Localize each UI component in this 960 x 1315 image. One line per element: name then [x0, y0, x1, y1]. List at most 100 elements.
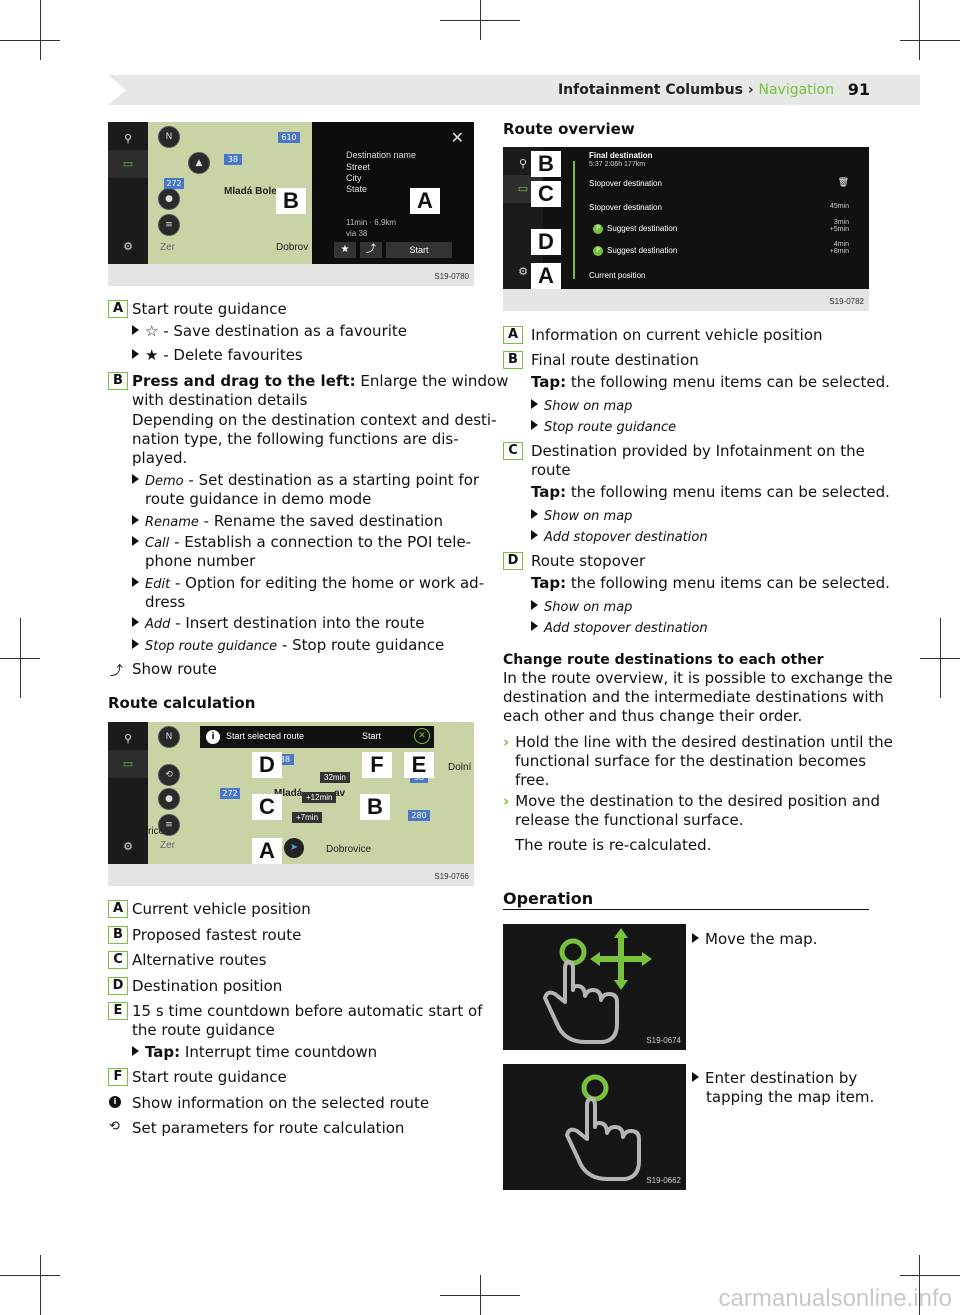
screen-sidebar: ⚲ ▭ ⚙ [108, 122, 148, 264]
start-selected-route-label: Start selected route [226, 731, 305, 741]
info-icon: i [109, 1096, 121, 1108]
place-label: av [334, 788, 346, 799]
change-para-1: In the route overview, it is possible to… [503, 669, 893, 687]
chevron-right-icon: › [503, 792, 510, 810]
show-route-text: Show route [132, 660, 217, 678]
figure-code: S19-0674 [646, 1036, 681, 1045]
page-number: 91 [847, 80, 870, 99]
header-separator: › [742, 82, 759, 98]
figure-route-calculation: ⚲ ▭ ⚙ i Start selected route Start ✕ N ⟲… [108, 722, 474, 886]
place-label: Dolní [448, 762, 472, 773]
map-tab-icon: ▭ [108, 750, 148, 778]
figure-route-overview: ⚲ ▭ ⚙ Final destination 5:37 2:06h 177km… [503, 147, 869, 311]
legend-a-text: Information on current vehicle position [531, 326, 823, 344]
legend-c-add: Add stopover destination [531, 527, 708, 547]
legend-call: Call - Establish a connection to the POI… [132, 533, 471, 553]
move-map-text: Move the map. [692, 930, 817, 949]
legend-b-show: Show on map [531, 396, 632, 416]
callout-c: C [252, 794, 282, 820]
delete-icon[interactable]: 🗑 [837, 178, 849, 188]
road-label: 272 [220, 788, 240, 799]
crop-mark [0, 1275, 60, 1276]
close-icon[interactable]: ✕ [450, 128, 464, 147]
route-row[interactable]: Final destination 5:37 2:06h 177km [543, 149, 869, 173]
settings-icon: ⚙ [123, 840, 133, 853]
legend-text: Destination position [132, 977, 283, 995]
place-label: Dobrovice [326, 844, 372, 855]
legend-demo-2: route guidance in demo mode [145, 490, 372, 508]
time-badge: +12min [302, 792, 337, 803]
north-icon: N [158, 726, 180, 748]
figure-tap-gesture: S19-0662 [503, 1064, 686, 1190]
crop-mark [900, 40, 960, 41]
countdown-close-icon[interactable]: ✕ [414, 728, 430, 744]
legend-a-sub2-text: ★ - Delete favourites [145, 346, 303, 364]
header-chapter: Infotainment Columbus [557, 82, 743, 98]
result-text: The route is re-calculated. [515, 836, 712, 854]
destination-state: State [346, 184, 368, 194]
legend-key-c: C [503, 442, 523, 460]
row-time: 3min +5min [829, 219, 849, 233]
legend-text: Proposed fastest route [132, 926, 302, 944]
legend-text: Alternative routes [132, 951, 267, 969]
step-1: ›Hold the line with the desired destinat… [503, 733, 893, 752]
figure-code: S19-0780 [434, 272, 469, 281]
route-top-bar [200, 726, 434, 748]
route-row[interactable]: P Suggest destination 4min +8min [543, 241, 869, 263]
tap-label: Tap: [531, 373, 567, 391]
header-title: Infotainment Columbus › Navigation [558, 82, 834, 98]
road-label: 280 [408, 810, 430, 821]
legend-key: A [108, 900, 128, 918]
microphone-icon: ● [158, 188, 180, 210]
edit-text: - Option for editing the home or work ad… [170, 574, 485, 592]
show-route-icon[interactable]: ⤴ [360, 242, 382, 258]
legend-key-b: B [503, 351, 523, 369]
legend-key: D [108, 977, 128, 995]
legend-key: B [108, 926, 128, 944]
favourite-star-icon[interactable]: ★ [334, 242, 356, 258]
show-on-map-label: Show on map [544, 509, 633, 524]
destination-city: City [346, 173, 362, 183]
route-row[interactable]: Stopover destination 45min [543, 199, 869, 219]
crop-mark [919, 0, 920, 60]
destination-name: Destination name [346, 150, 417, 160]
crop-mark [40, 0, 41, 60]
edit-label: Edit [145, 577, 171, 592]
start-route-button[interactable]: Start [362, 731, 382, 741]
legend-demo: Demo - Set destination as a starting poi… [132, 471, 479, 491]
legend-b-stop: Stop route guidance [531, 417, 676, 437]
callout-f: F [362, 752, 392, 778]
row-label: Stopover destination [589, 179, 662, 188]
vehicle-position-icon: ➤ [284, 838, 304, 858]
add-stopover-label: Add stopover destination [544, 621, 708, 636]
microphone-icon: ● [158, 788, 180, 810]
callout-c: C [531, 181, 561, 207]
callout-a: A [252, 838, 282, 864]
road-label: 610 [278, 132, 300, 143]
legend-b-line2: with destination details [132, 391, 308, 409]
via-label: via 38 [346, 229, 368, 238]
place-label: Dobrov [276, 242, 309, 253]
road-label: 38 [276, 754, 294, 765]
crop-mark [940, 618, 941, 698]
route-row[interactable]: P Suggest destination 3min +5min [543, 219, 869, 241]
legend-c-text: Destination provided by Infotainment on … [531, 442, 865, 460]
legend-a-text: Start route guidance [132, 300, 287, 318]
route-row[interactable]: Current position [543, 267, 869, 287]
start-button[interactable]: Start [386, 242, 452, 258]
rename-text: - Rename the saved destination [198, 512, 443, 530]
watermark: carmanualsonline.info [718, 1285, 952, 1312]
figure-footer [108, 264, 474, 286]
figure-destination-screen: ⚲ ▭ ⚙ N ▲ ● ≡ 38 272 610 Mladá Bole Dobr… [108, 122, 474, 286]
running-header [108, 75, 920, 105]
route-row[interactable]: Stopover destination 🗑 [543, 175, 869, 195]
settings-icon: ⚙ [123, 240, 133, 253]
show-on-map-label: Show on map [544, 600, 633, 615]
callout-d: D [531, 229, 561, 255]
navigation-arrow-icon: ▲ [188, 152, 210, 174]
info-icon[interactable]: i [206, 730, 220, 744]
legend-d-text: Route stopover [531, 552, 646, 570]
row-label: Current position [589, 271, 646, 280]
legend-c-line2: route [531, 461, 571, 479]
tap-text: Interrupt time countdown [180, 1043, 378, 1061]
